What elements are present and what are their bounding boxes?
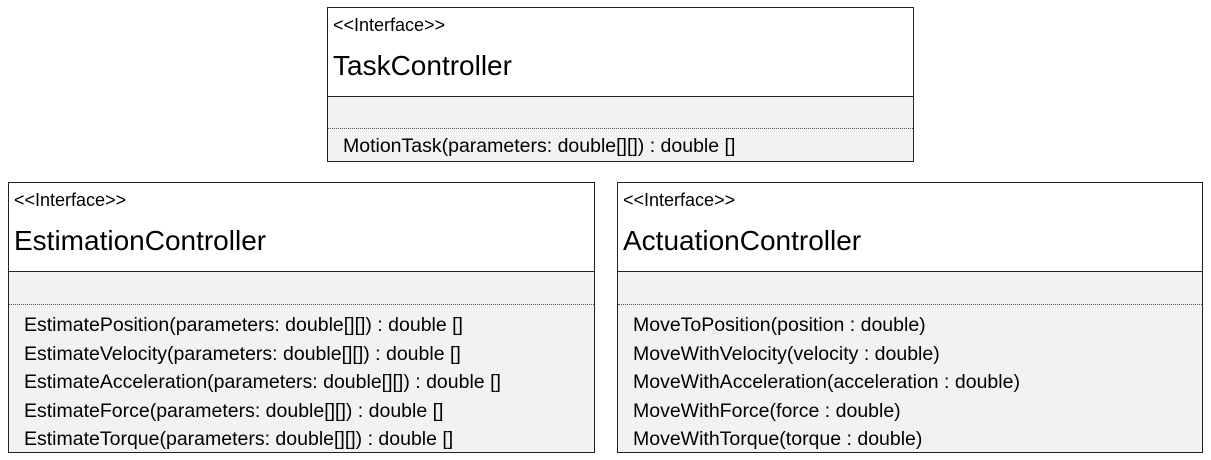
operation: EstimatePosition(parameters: double[][])… xyxy=(24,314,463,336)
operation: MoveWithTorque(torque : double) xyxy=(633,428,923,451)
class-header: <<Interface>> EstimationController xyxy=(9,183,594,272)
operations-compartment: MotionTask(parameters: double[][]) : dou… xyxy=(328,129,913,161)
class-name: TaskController xyxy=(333,50,512,81)
operation: MoveToPosition(position : double) xyxy=(633,314,926,336)
stereotype-label: <<Interface>> xyxy=(623,190,736,210)
class-header: <<Interface>> TaskController xyxy=(328,8,913,97)
class-task-controller: <<Interface>> TaskController MotionTask(… xyxy=(327,7,914,162)
class-estimation-controller: <<Interface>> EstimationController Estim… xyxy=(8,182,595,453)
operation: MoveWithForce(force : double) xyxy=(633,399,901,422)
class-header: <<Interface>> ActuationController xyxy=(618,183,1202,272)
class-name: ActuationController xyxy=(623,225,862,256)
operation: MoveWithVelocity(velocity : double) xyxy=(633,342,940,365)
operation: MoveWithAcceleration(acceleration : doub… xyxy=(633,371,1020,394)
stereotype-label: <<Interface>> xyxy=(14,190,127,210)
stereotype-label: <<Interface>> xyxy=(333,15,446,35)
operation: EstimateAcceleration(parameters: double[… xyxy=(24,371,501,394)
attributes-compartment xyxy=(618,272,1202,305)
operation: EstimateVelocity(parameters: double[][])… xyxy=(24,342,461,365)
operation: EstimateForce(parameters: double[][]) : … xyxy=(24,399,444,422)
class-actuation-controller: <<Interface>> ActuationController MoveTo… xyxy=(617,182,1203,453)
operations-compartment: EstimatePosition(parameters: double[][])… xyxy=(9,305,594,452)
attributes-compartment xyxy=(9,272,594,305)
class-name: EstimationController xyxy=(14,225,267,256)
attributes-compartment xyxy=(328,97,913,129)
operation: MotionTask(parameters: double[][]) : dou… xyxy=(343,135,736,157)
operation: EstimateTorque(parameters: double[][]) :… xyxy=(24,428,454,451)
operations-compartment: MoveToPosition(position : double) MoveWi… xyxy=(618,305,1202,452)
